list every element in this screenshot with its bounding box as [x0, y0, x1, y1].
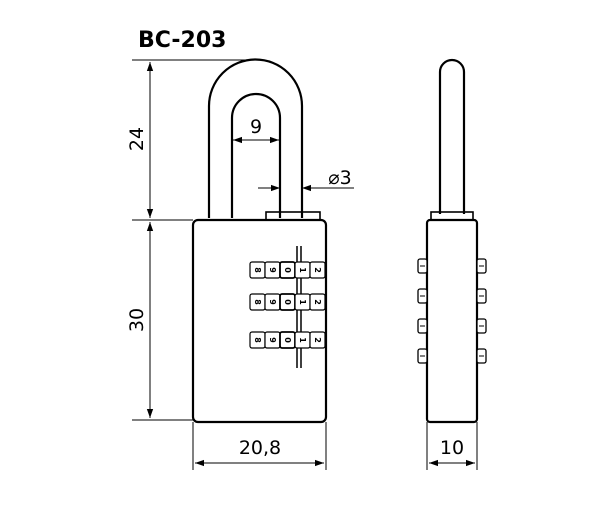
dial-digit: 1	[298, 267, 307, 273]
side-dial-tabs	[417, 258, 487, 364]
dial-digit: 2	[313, 267, 322, 273]
dial-digit: 0	[283, 337, 292, 343]
dial-digit: 9	[268, 267, 277, 273]
dial-digit: 8	[253, 299, 262, 305]
extension-lines	[132, 59, 478, 470]
dial-digit: 9	[268, 337, 277, 343]
side-shackle	[438, 58, 466, 214]
front-shackle	[207, 58, 304, 218]
side-collar	[430, 211, 474, 221]
dimension-shackle-height: 24	[126, 127, 148, 151]
dial-digit: 2	[313, 299, 322, 305]
dimension-shackle-diameter: ⌀3	[328, 167, 352, 189]
dimension-body-height: 30	[126, 308, 148, 332]
dial-digit: 2	[313, 337, 322, 343]
dial-digit: 1	[298, 337, 307, 343]
dial-digit: 8	[253, 267, 262, 273]
front-shackle-inner	[230, 92, 282, 218]
dimension-shackle-inner-width: 9	[250, 116, 262, 138]
side-body	[425, 218, 479, 424]
dial-digit: 0	[283, 267, 292, 273]
dimension-body-depth: 10	[440, 437, 464, 459]
dial-cell	[309, 331, 326, 349]
side-view	[417, 58, 487, 424]
model-title: BC-203	[138, 28, 226, 53]
dial-digit: 9	[268, 299, 277, 305]
dial-cell	[309, 261, 326, 279]
shackle-collar	[265, 211, 321, 221]
dial-cell	[309, 293, 326, 311]
front-body	[191, 218, 328, 424]
dial-digit: 1	[298, 299, 307, 305]
dial-digit: 0	[283, 299, 292, 305]
dial-digit: 8	[253, 337, 262, 343]
dimension-body-width: 20,8	[239, 437, 281, 459]
